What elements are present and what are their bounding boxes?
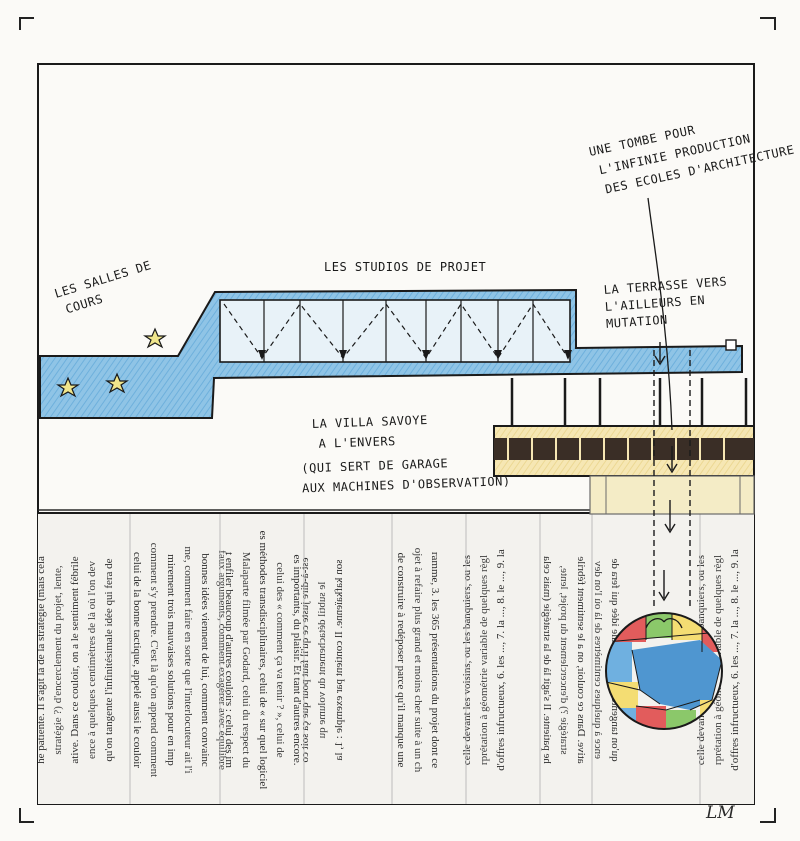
collage-text-line: he patiente. Il s'agit là de la stratégi… xyxy=(35,556,47,764)
collage-text-line: celle devant les voisins, ou les banquie… xyxy=(461,555,473,765)
villa-pilotis xyxy=(510,378,748,426)
signature: LM xyxy=(705,803,735,823)
collage-text-line: es importants, du plaisir. Et tant d'aut… xyxy=(291,555,303,766)
star-icon xyxy=(143,327,167,349)
studios-truss-diagonals xyxy=(223,302,569,360)
collage-text-line: ative. Dans ce couloir, on a le sentimen… xyxy=(69,556,81,763)
label-studios-de-projet: LES STUDIOS DE PROJET xyxy=(324,260,486,274)
star-icon xyxy=(105,372,129,394)
collage-text-band: he patiente. Il s'agit là de la stratégi… xyxy=(35,514,754,804)
villa-ribbon-window xyxy=(494,438,754,460)
studios-volume xyxy=(219,299,571,363)
label-villa-savoye: LA VILLA SAVOYE A L'ENVERS (QUI SERT DE … xyxy=(300,410,511,495)
villa-savoye-inverted xyxy=(493,378,755,515)
collage-text-line: bonnes idées viennent de lui, comment co… xyxy=(199,553,211,767)
collage-text-line: le subtil détachement du volume qu xyxy=(316,582,328,739)
collage-text-line: d'offres infructueux, 6. les ..., 7. la … xyxy=(495,549,507,771)
collage-text-line: he patiente. Il s'agit là de la stratégi… xyxy=(541,556,553,764)
tomb-shaft xyxy=(653,350,691,610)
collage-text-line: ative. Dans ce couloir, on a le sentimen… xyxy=(575,556,587,763)
studios-arrowheads xyxy=(258,350,572,360)
label-tombe: UNE TOMBE POUR L'INFINIE PRODUCTION DES … xyxy=(588,103,796,198)
collage-text-lines: he patiente. Il s'agit là de la stratégi… xyxy=(35,531,741,790)
collage-text-line: stratégie ?) d'encerclement du projet, l… xyxy=(558,565,570,754)
collage-text-line: son kafkaïenne. Il contient par exemple … xyxy=(333,560,345,761)
arrow-down-icon xyxy=(664,500,676,534)
collage-text-line: Malaparte filmée par Godard, celui du re… xyxy=(240,552,252,769)
school-building xyxy=(39,288,743,419)
collage-text-line: ojet à refaire plus grand et moins cher … xyxy=(412,548,424,773)
curved-arrow-icon xyxy=(645,617,683,629)
arrow-down-icon xyxy=(658,570,670,602)
collage-text-line: t enfiler beaucoup d'autres couloirs : c… xyxy=(223,552,235,768)
star-icon xyxy=(56,376,80,398)
collage-text-line: comment s'y prendre. C'est là qu'on appe… xyxy=(148,543,160,777)
tomb-leader-line xyxy=(647,197,673,431)
collage-text-line: rprétation à géométrie variable de quelq… xyxy=(478,555,490,765)
collage-text-line: es méthodes transdisciplinaires, celui d… xyxy=(257,531,269,790)
collage-text-line: qu'on tangente l'infinitésimale idée qui… xyxy=(103,558,115,761)
collage-text-line: de construire à redéposer parce qu'il ma… xyxy=(395,553,407,768)
collage-text-line: me, comment faire en sorte que l'interlo… xyxy=(182,546,194,773)
arrow-down-icon xyxy=(654,342,666,366)
collage-text-line: mirement trois mauvaises solutions pour … xyxy=(165,554,177,766)
collage-text-line: faux arguments, comment exagérer avec éq… xyxy=(216,550,228,770)
label-terrasse: LA TERRASSE VERS L'AILLEURS EN MUTATION xyxy=(603,274,737,331)
collage-text-line: celui des « comment ça va tenir ? », cel… xyxy=(274,562,286,757)
collage-text-line: est-à-dire juste ce qu'il faut pour que … xyxy=(299,557,311,763)
collage-text-line: ence à quelques centimètres de là où l'o… xyxy=(592,560,604,759)
collage-text-line: d'offres infructueux, 6. les ..., 7. la … xyxy=(729,549,741,771)
crop-marks xyxy=(19,17,776,823)
collage-text-line: ence à quelques centimètres de là où l'o… xyxy=(86,560,98,759)
villa-ground-volume xyxy=(589,475,755,515)
collage-text-line: celui de la bonne tactique, appelé aussi… xyxy=(131,552,143,768)
roof-parapet xyxy=(725,339,737,351)
label-salles-de-cours: LES SALLES DE COURS xyxy=(53,256,166,318)
collage-text-line: stratégie ?) d'encerclement du projet, l… xyxy=(52,565,64,754)
collage-text-line: ramme, 3. les 365 présentations du proje… xyxy=(429,552,441,768)
arrow-down-icon xyxy=(666,446,678,474)
